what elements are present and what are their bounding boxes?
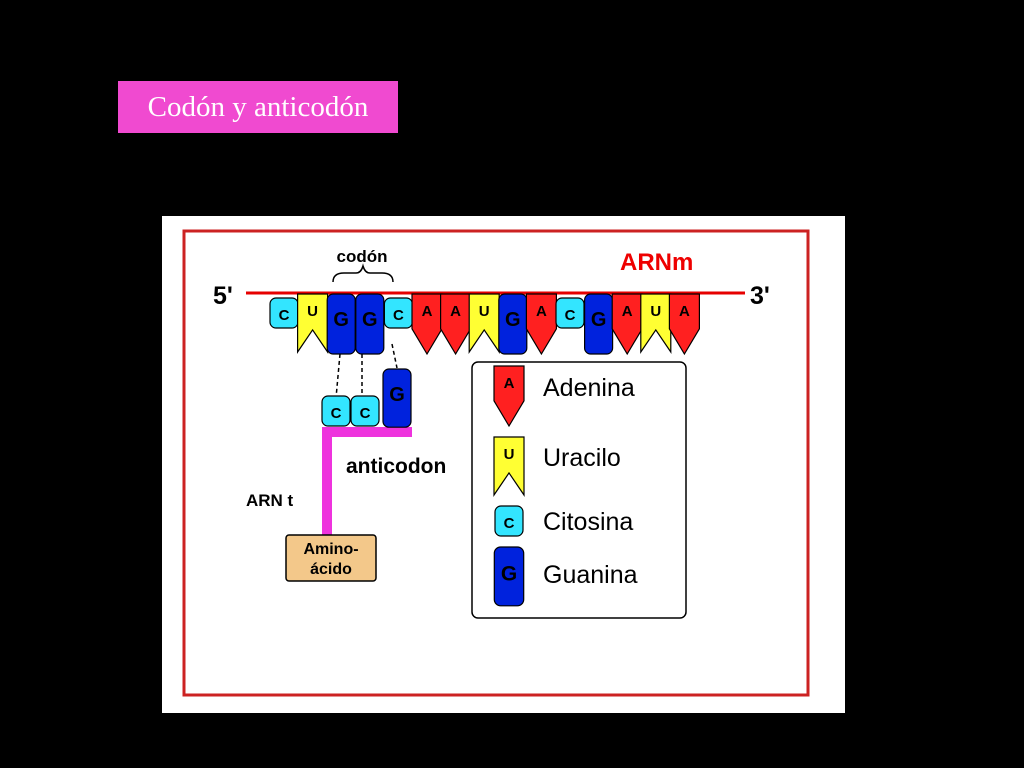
base-letter: U xyxy=(650,303,661,320)
trna-label: ARN t xyxy=(246,491,294,510)
legend-label-adenine: Adenina xyxy=(543,374,635,402)
base-letter: G xyxy=(501,563,517,586)
legend-box xyxy=(471,361,687,619)
slide-title: Codón y anticodón xyxy=(118,81,398,133)
base-letter: A xyxy=(679,303,690,320)
legend-label-guanine: Guanina xyxy=(543,561,638,589)
anticodon-base-guanine: G xyxy=(382,368,412,428)
base-letter: A xyxy=(504,375,515,392)
mrna-base-uracil: U xyxy=(297,293,329,354)
mrna-base-uracil: U xyxy=(640,293,672,354)
codon-label: codón xyxy=(337,247,388,266)
base-letter: A xyxy=(450,303,461,320)
base-letter: C xyxy=(331,405,342,422)
mrna-base-guanine: G xyxy=(326,293,356,355)
anticodon-base-cytosine: C xyxy=(350,395,380,427)
amino-acid-box: Amino- ácido xyxy=(285,534,377,582)
trna-anticodon-arm xyxy=(322,427,412,437)
three-prime-label: 3' xyxy=(750,282,770,310)
mrna-label: ARNm xyxy=(620,249,693,276)
mrna-base-guanine: G xyxy=(355,293,385,355)
mrna-base-uracil: U xyxy=(468,293,500,354)
legend-item-uracil: U Uracilo xyxy=(493,436,621,497)
base-letter: C xyxy=(565,307,576,324)
five-prime-label: 5' xyxy=(213,282,233,310)
base-letter: U xyxy=(479,303,490,320)
base-letter: C xyxy=(360,405,371,422)
base-letter: U xyxy=(307,303,318,320)
base-letter: C xyxy=(393,307,404,324)
base-letter: G xyxy=(389,384,405,406)
codon-brace xyxy=(332,263,394,283)
mrna-base-adenine: A xyxy=(411,293,443,356)
mrna-base-adenine: A xyxy=(525,293,557,356)
mrna-base-cytosine: C xyxy=(555,297,585,329)
mrna-base-adenine: A xyxy=(611,293,643,356)
mrna-base-guanine: G xyxy=(498,293,528,355)
base-letter: A xyxy=(422,303,433,320)
legend-item-adenine: A Adenina xyxy=(493,365,635,428)
base-letter: C xyxy=(504,515,515,532)
anticodon-label: anticodon xyxy=(346,455,446,478)
amino-acid-line1: Amino- xyxy=(303,541,358,558)
legend-item-cytosine: C Citosina xyxy=(494,505,633,537)
anticodon-base-cytosine: C xyxy=(321,395,351,427)
base-letter: U xyxy=(504,446,515,463)
legend-label-uracil: Uracilo xyxy=(543,444,621,472)
mrna-base-cytosine: C xyxy=(269,297,299,329)
base-letter: G xyxy=(333,309,349,331)
base-letter: A xyxy=(536,303,547,320)
mrna-base-guanine: G xyxy=(584,293,614,355)
base-pair-bonds xyxy=(335,343,398,399)
base-letter: G xyxy=(362,309,378,331)
mrna-base-cytosine: C xyxy=(383,297,413,329)
base-letter: G xyxy=(505,309,521,331)
base-letter: A xyxy=(622,303,633,320)
amino-acid-line2: ácido xyxy=(310,561,352,578)
legend-item-guanine: G Guanina xyxy=(493,546,638,607)
base-letter: G xyxy=(591,309,607,331)
trna-stem xyxy=(322,427,332,539)
mrna-base-adenine: A xyxy=(440,293,472,356)
legend-label-cytosine: Citosina xyxy=(543,508,633,536)
mrna-base-adenine: A xyxy=(668,293,700,356)
base-letter: C xyxy=(279,307,290,324)
diagram-frame xyxy=(182,229,810,697)
